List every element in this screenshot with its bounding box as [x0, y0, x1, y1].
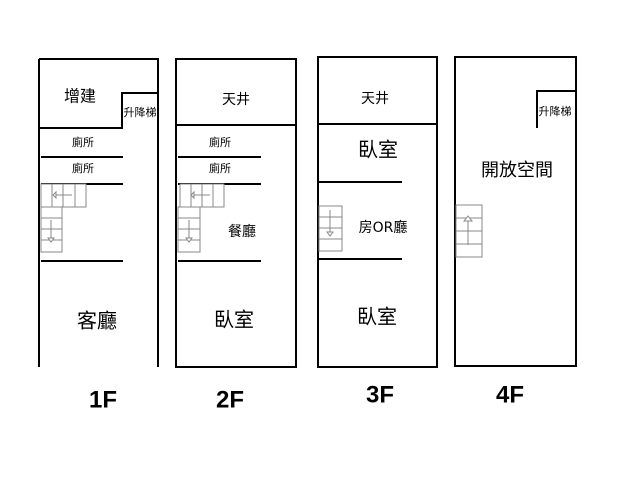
- floor-4f: 升降梯 開放空間 4F: [454, 56, 577, 408]
- room-label: 天井: [222, 92, 250, 108]
- room-label: 餐廳: [228, 223, 256, 240]
- staircase: [177, 183, 225, 253]
- room-label: 房OR廳: [359, 219, 408, 236]
- floor-label: 2F: [216, 386, 244, 413]
- room-label: 廁所: [72, 135, 94, 149]
- elevator-wall: [536, 90, 576, 128]
- room-label: 廁所: [209, 161, 231, 175]
- room-label: 臥室: [357, 305, 397, 329]
- room-label: 臥室: [358, 138, 398, 162]
- floor-label: 3F: [366, 381, 394, 408]
- room-label: 廁所: [72, 161, 94, 175]
- staircase: [455, 204, 483, 258]
- staircase: [318, 205, 343, 252]
- extension-wall: [39, 92, 158, 129]
- floor-3f: 天井 臥室 房OR廳 臥室 3F: [317, 56, 438, 408]
- room-label: 升降梯: [539, 104, 572, 118]
- floor-1f: 增建 升降梯 廁所 廁所 客廳 1F: [38, 58, 159, 413]
- room-label: 增建: [64, 87, 96, 106]
- floor-label: 1F: [89, 386, 117, 413]
- room-label: 臥室: [214, 308, 254, 332]
- floor-4f-walls: [454, 56, 577, 367]
- room-label: 客廳: [77, 309, 117, 333]
- room-label: 開放空間: [481, 160, 553, 181]
- floor-1f-walls: [38, 58, 159, 367]
- floor-label: 4F: [496, 381, 524, 408]
- staircase: [40, 183, 87, 253]
- room-label: 升降梯: [124, 105, 157, 119]
- room-label: 廁所: [209, 135, 231, 149]
- floor-2f-walls: [175, 58, 297, 368]
- room-label: 天井: [361, 91, 389, 107]
- floor-2f: 天井 廁所 廁所 餐廳 臥室 2F: [175, 58, 297, 413]
- floor-3f-walls: [317, 56, 438, 368]
